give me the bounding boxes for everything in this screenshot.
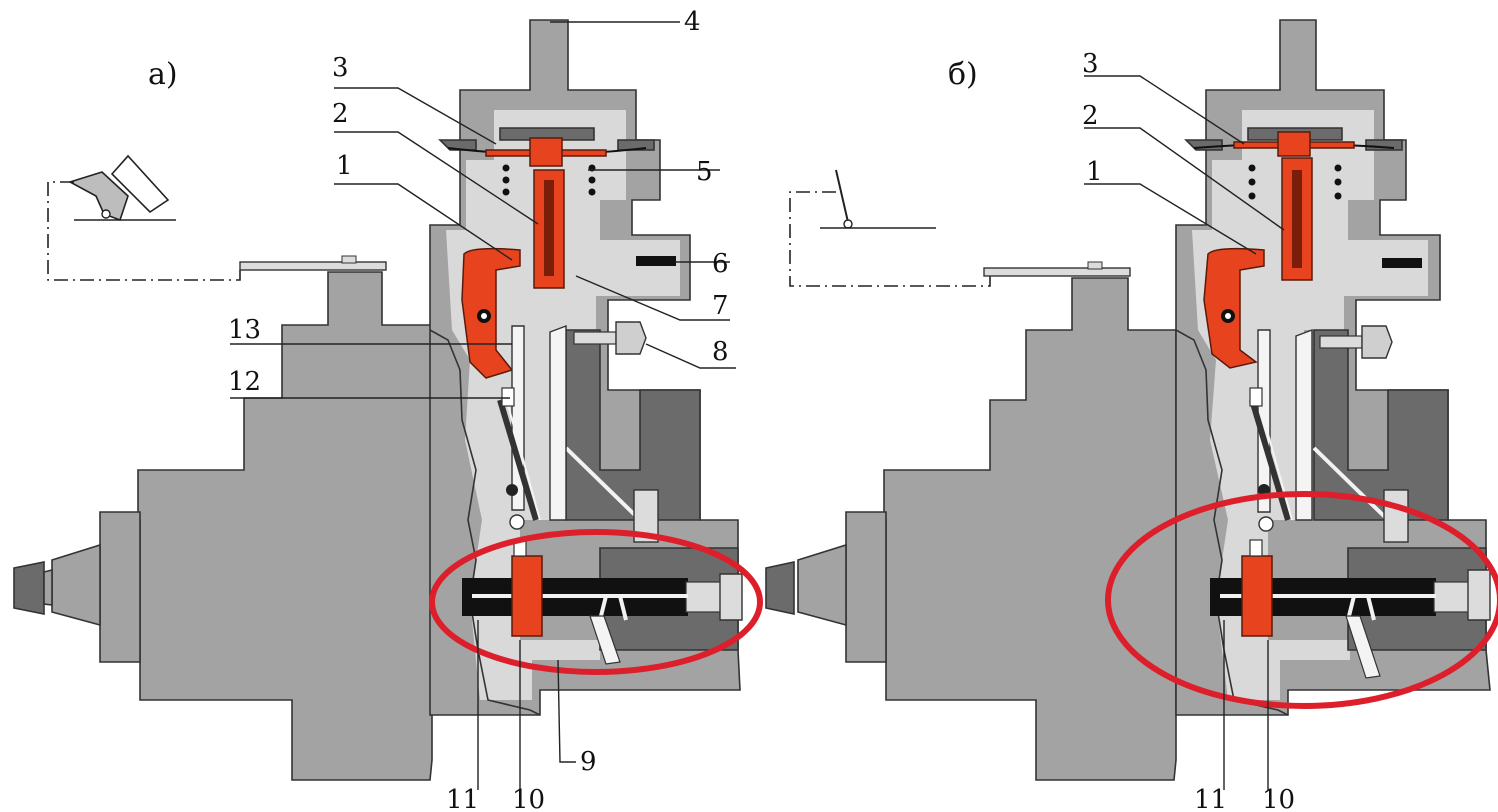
callout-3-b: 3 bbox=[1082, 49, 1099, 79]
callout-12-a: 12 bbox=[228, 367, 261, 397]
linkage-arm bbox=[497, 324, 567, 530]
callout-5-a: 5 bbox=[696, 157, 713, 187]
diaphragm-assembly bbox=[438, 127, 655, 196]
red-lever bbox=[461, 247, 521, 379]
callout-13-a: 13 bbox=[228, 315, 261, 345]
callout-leaders-b bbox=[1084, 75, 1285, 790]
stop-piston bbox=[533, 169, 565, 289]
callout-2-a: 2 bbox=[332, 99, 349, 129]
pump-body bbox=[13, 19, 741, 781]
callout-leaders-a bbox=[230, 21, 736, 790]
callout-3-a: 3 bbox=[332, 53, 349, 83]
panel-a: а) 3 2 1 4 5 6 7 8 13 12 9 10 11 bbox=[13, 7, 763, 812]
side-plug-b bbox=[1382, 258, 1422, 268]
highlight-ellipse-a bbox=[429, 529, 763, 675]
callout-11-b: 11 bbox=[1194, 785, 1227, 812]
diaphragm-assembly-b bbox=[1184, 127, 1403, 200]
highlight-ellipse-b bbox=[1105, 491, 1498, 709]
adjusting-screw bbox=[573, 321, 647, 355]
callout-9-a: 9 bbox=[580, 747, 597, 777]
callout-1-b: 1 bbox=[1086, 157, 1103, 187]
accelerator-pedal-icon bbox=[47, 154, 241, 281]
lever-plate bbox=[239, 255, 387, 271]
adjusting-screw-b bbox=[1319, 325, 1393, 359]
callout-10-a: 10 bbox=[512, 785, 545, 812]
coil-spring-icon-b bbox=[1248, 164, 1342, 200]
pump-body-b bbox=[765, 19, 1491, 781]
callout-1-a: 1 bbox=[336, 151, 353, 181]
red-lever-b bbox=[1203, 247, 1265, 369]
linkage-arm-b bbox=[1249, 328, 1313, 532]
stop-piston-b bbox=[1281, 157, 1313, 281]
callout-10-b: 10 bbox=[1262, 785, 1295, 812]
callout-8-a: 8 bbox=[712, 337, 729, 367]
panel-label-a: а) bbox=[148, 57, 178, 92]
side-plug bbox=[636, 256, 676, 266]
panel-b: б) 3 2 1 11 10 bbox=[765, 19, 1498, 812]
control-rod bbox=[462, 489, 743, 665]
callout-6-a: 6 bbox=[712, 249, 729, 279]
panel-label-b: б) bbox=[948, 57, 978, 92]
lever-plate-b bbox=[983, 261, 1131, 277]
callout-7-a: 7 bbox=[712, 291, 729, 321]
callout-4-a: 4 bbox=[684, 7, 701, 37]
released-pedal-icon bbox=[789, 169, 991, 287]
control-rod-b bbox=[1210, 489, 1491, 679]
callout-11-a: 11 bbox=[446, 785, 479, 812]
callout-2-b: 2 bbox=[1082, 101, 1099, 131]
